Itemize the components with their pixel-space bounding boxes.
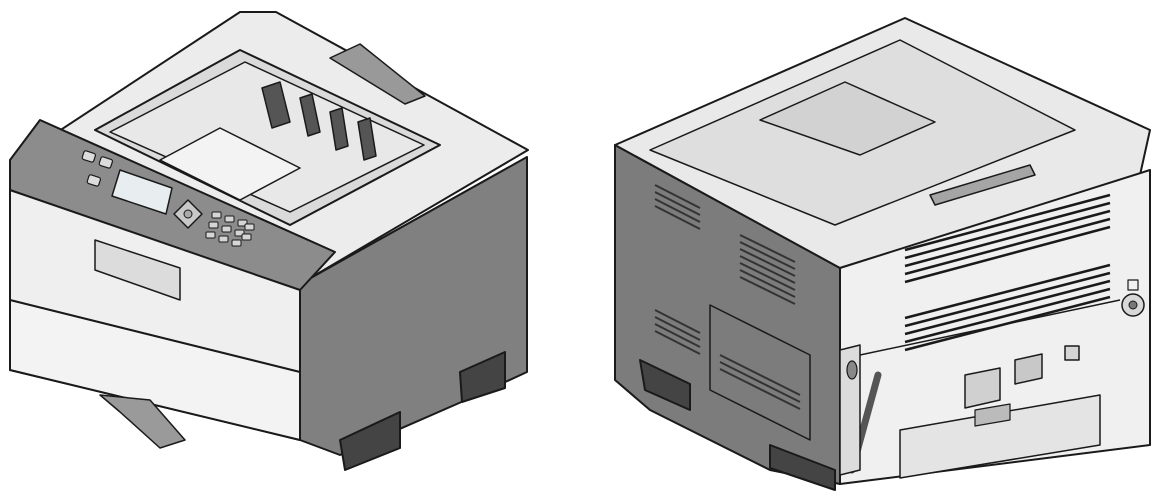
home-button-icon [81, 150, 97, 163]
duplex-unit [899, 394, 1101, 479]
control-panel-buttons [81, 150, 114, 187]
printer-foot [769, 444, 836, 491]
printer-rear-view [614, 17, 1151, 491]
back-button-icon [86, 174, 102, 187]
top-handle-slot [329, 43, 426, 105]
lock-icon [1127, 279, 1139, 291]
tray-handle-cutout [99, 394, 186, 449]
side-access-panel [709, 304, 811, 441]
printer-foot [339, 411, 401, 471]
menu-button-icon [98, 156, 114, 169]
printer-front-view [9, 11, 529, 471]
power-switch-icon [846, 360, 858, 380]
top-handle-slot [929, 164, 1036, 206]
rear-vent-grille [904, 193, 1111, 352]
numeric-keypad [205, 211, 255, 247]
output-tray-extension [159, 127, 301, 201]
lcd-display [111, 169, 173, 215]
usb-port-icon [1064, 345, 1080, 361]
ethernet-port-icon [1014, 353, 1043, 385]
front-door-handle [94, 239, 181, 301]
printer-foot [639, 359, 691, 411]
side-vent-grille [654, 184, 801, 410]
paper-exit-rollers [261, 81, 377, 161]
power-connector [964, 367, 1001, 409]
top-cover-flap [759, 81, 936, 156]
printer-foot [459, 351, 506, 403]
